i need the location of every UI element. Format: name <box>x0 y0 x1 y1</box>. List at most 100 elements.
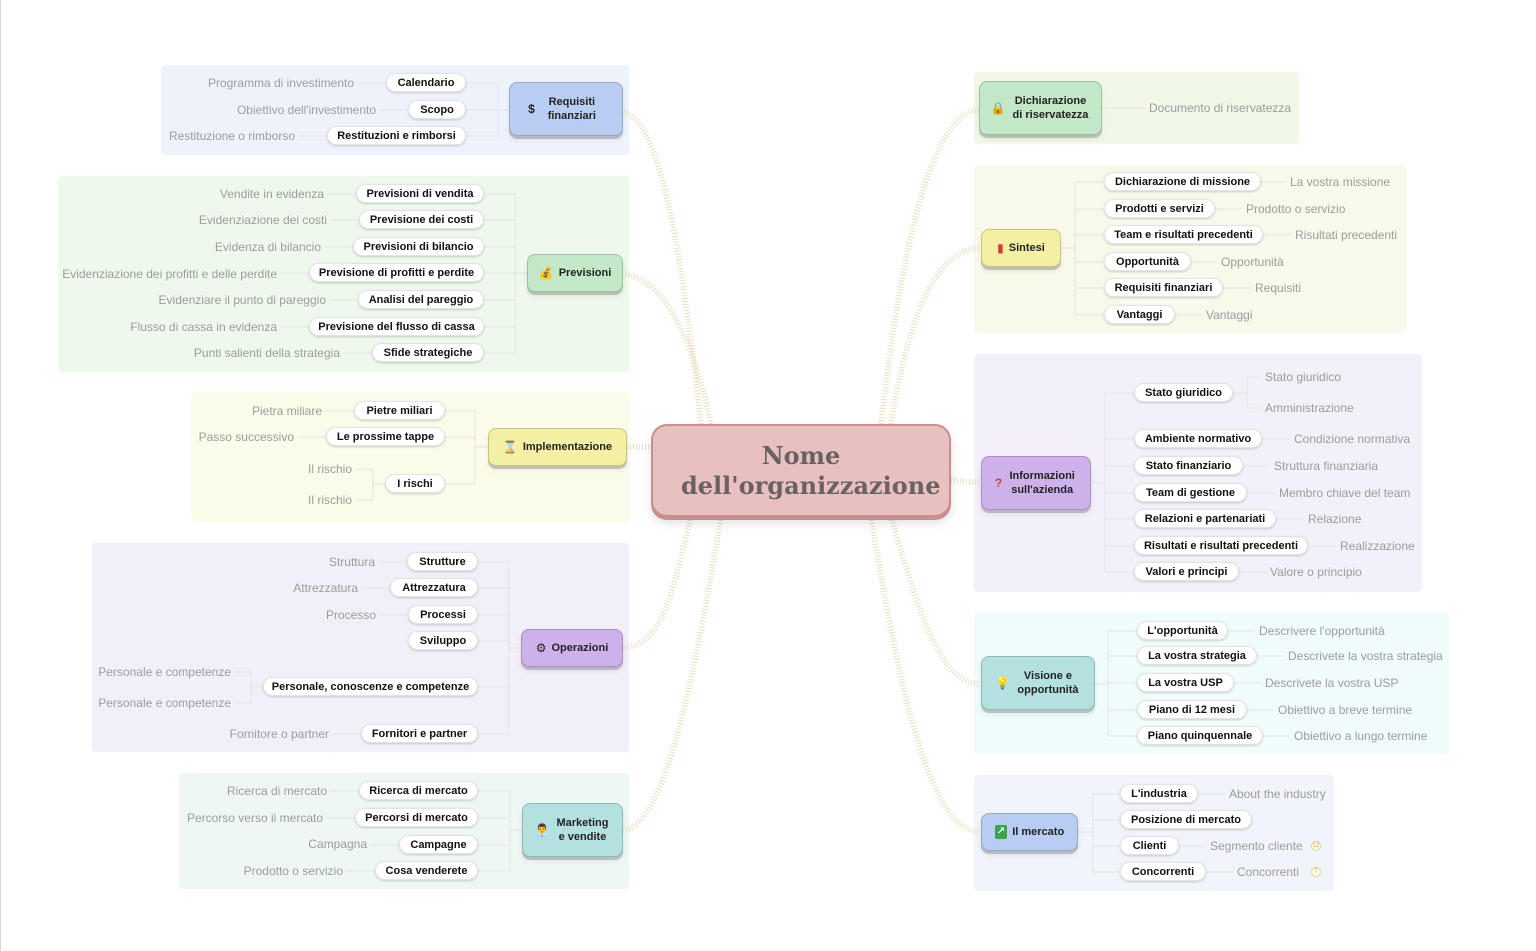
topic-previsioni[interactable]: 💰 Previsioni <box>527 254 623 292</box>
subtopic-analisi-pareggio[interactable]: Analisi del pareggio <box>358 290 484 309</box>
topic-title: Implementazione <box>522 441 613 453</box>
subtopic-attrezzatura[interactable]: Attrezzatura <box>390 578 478 597</box>
subtopic-opportunita[interactable]: Opportunità <box>1104 252 1191 271</box>
subtopic-pietre-miliari[interactable]: Pietre miliari <box>354 401 445 420</box>
leaf-text: Punti salienti della strategia <box>193 346 340 360</box>
leaf-text: Evidenziazione dei costi <box>198 213 327 227</box>
subtopic-strutture[interactable]: Strutture <box>407 552 478 571</box>
topic-title: Sintesi <box>1008 242 1045 254</box>
leaf-text: Struttura <box>328 555 375 569</box>
leaf-text: Struttura finanziaria <box>1274 459 1379 473</box>
subtopic-percorsi-mercato[interactable]: Percorsi di mercato <box>355 808 478 827</box>
subtopic-usp[interactable]: La vostra USP <box>1137 673 1234 692</box>
subtopic-previsioni-vendita[interactable]: Previsioni di vendita <box>356 184 484 203</box>
salesperson-icon: 👨‍💼 <box>534 823 550 837</box>
topic-title: Requisiti finanziari <box>547 96 596 122</box>
subtopic-sviluppo[interactable]: Sviluppo <box>408 631 478 650</box>
count-badge: 12 <box>1311 841 1321 851</box>
topic-marketing-vendite[interactable]: 👨‍💼 Marketing e vendite <box>522 803 623 857</box>
topic-title: Visione e opportunità <box>1017 670 1079 696</box>
leaf-text: Vendite in evidenza <box>219 187 324 201</box>
leaf-text: Descrivete la vostra USP <box>1265 676 1399 690</box>
topic-sintesi[interactable]: ▮ Sintesi <box>981 229 1061 267</box>
subtopic-calendario[interactable]: Calendario <box>386 73 466 92</box>
subtopic-sfide-strategiche[interactable]: Sfide strategiche <box>372 343 484 362</box>
subtopic-concorrenti[interactable]: Concorrenti <box>1120 862 1206 881</box>
leaf-text: Risultati precedenti <box>1295 228 1398 242</box>
subtopic-previsione-costi[interactable]: Previsione dei costi <box>359 210 484 229</box>
subtopic-campagne[interactable]: Campagne <box>399 835 478 854</box>
subtopic-cosa-venderete[interactable]: Cosa venderete <box>375 861 478 880</box>
leaf-text: Valore o principio <box>1270 565 1362 579</box>
subtopic-previsioni-bilancio[interactable]: Previsioni di bilancio <box>353 237 484 256</box>
subtopic-industria[interactable]: L'industria <box>1120 784 1198 803</box>
question-mark-icon: ? <box>994 476 1003 490</box>
leaf-text: Obiettivo a breve termine <box>1278 703 1413 717</box>
leaf-text: Personale e competenze <box>98 696 231 710</box>
topic-title: Marketing e vendite <box>556 817 609 843</box>
central-topic-title: Nome dell'organizzazione <box>681 440 941 500</box>
subtopic-vantaggi[interactable]: Vantaggi <box>1104 305 1175 324</box>
subtopic-piano-quinquennale[interactable]: Piano quinquennale <box>1137 726 1263 745</box>
leaf-text: Amministrazione <box>1265 401 1354 415</box>
subtopic-rischi[interactable]: I rischi <box>385 474 445 493</box>
topic-informazioni-azienda[interactable]: ? Informazioni sull'azienda <box>981 456 1091 510</box>
dollar-icon: $ <box>528 102 535 116</box>
leaf-text: Prodotto o servizio <box>1246 202 1346 216</box>
subtopic-personale[interactable]: Personale, conoscenze e competenze <box>263 677 478 696</box>
subtopic-ambiente-normativo[interactable]: Ambiente normativo <box>1134 429 1262 448</box>
subtopic-valori-principi[interactable]: Valori e principi <box>1134 562 1239 581</box>
subtopic-fornitori[interactable]: Fornitori e partner <box>361 724 478 743</box>
leaf-text: Percorso verso il mercato <box>186 811 323 825</box>
subtopic-relazioni-partenariati[interactable]: Relazioni e partenariati <box>1134 509 1276 528</box>
subtopic-requisiti-finanziari[interactable]: Requisiti finanziari <box>1104 278 1223 297</box>
subtopic-ricerca-mercato[interactable]: Ricerca di mercato <box>359 781 478 800</box>
subtopic-processi[interactable]: Processi <box>408 605 478 624</box>
subtopic-stato-finanziario[interactable]: Stato finanziario <box>1134 456 1243 475</box>
topic-title: Il mercato <box>1012 826 1065 838</box>
subtopic-flusso-cassa[interactable]: Previsione del flusso di cassa <box>309 317 484 336</box>
leaf-text: Evidenza di bilancio <box>214 240 321 254</box>
leaf-text: Membro chiave del team <box>1279 486 1411 500</box>
hourglass-icon: ⌛ <box>502 440 518 454</box>
subtopic-prodotti-servizi[interactable]: Prodotti e servizi <box>1104 199 1215 218</box>
leaf-text: Requisiti <box>1255 281 1302 295</box>
subtopic-profitti-perdite[interactable]: Previsione di profitti e perdite <box>309 263 484 282</box>
subtopic-risultati-precedenti[interactable]: Risultati e risultati precedenti <box>1134 536 1308 555</box>
subtopic-stato-giuridico[interactable]: Stato giuridico <box>1134 383 1233 402</box>
subtopic-prossime-tappe[interactable]: Le prossime tappe <box>326 427 445 446</box>
leaf-text: Relazione <box>1308 512 1362 526</box>
subtopic-opportunita[interactable]: L'opportunità <box>1137 621 1228 640</box>
subtopic-posizione-mercato[interactable]: Posizione di mercato <box>1120 810 1252 829</box>
leaf-text: Obiettivo a lungo termine <box>1294 729 1428 743</box>
leaf-text: Campagna <box>308 837 367 851</box>
leaf-text: Evidenziazione dei profitti e delle perd… <box>62 267 277 281</box>
topic-title: Dichiarazione di riservatezza <box>1012 95 1089 121</box>
leaf-text: Descrivete la vostra strategia <box>1288 649 1443 663</box>
subtopic-scopo[interactable]: Scopo <box>408 100 466 119</box>
leaf-text: About the industry <box>1229 787 1326 801</box>
topic-visione-opportunita[interactable]: 💡 Visione e opportunità <box>981 656 1095 710</box>
leaf-text: Fornitore o partner <box>229 727 329 741</box>
leaf-text: Segmento cliente <box>1210 839 1303 853</box>
red-book-icon: ▮ <box>997 241 1004 255</box>
topic-operazioni[interactable]: ⚙ Operazioni <box>521 629 623 667</box>
subtopic-dichiarazione-missione[interactable]: Dichiarazione di missione <box>1104 172 1261 191</box>
lock-icon: 🔒 <box>990 101 1006 115</box>
subtopic-team-risultati[interactable]: Team e risultati precedenti <box>1104 225 1263 244</box>
topic-requisiti-finanziari[interactable]: $ Requisiti finanziari <box>509 82 623 136</box>
subtopic-strategia[interactable]: La vostra strategia <box>1137 646 1257 665</box>
leaf-text: Programma di investimento <box>207 76 354 90</box>
leaf-text: Concorrenti <box>1237 865 1300 879</box>
subtopic-restituzioni[interactable]: Restituzioni e rimborsi <box>327 126 466 145</box>
subtopic-team-gestione[interactable]: Team di gestione <box>1134 483 1247 502</box>
leaf-text: Realizzazione <box>1340 539 1415 553</box>
central-topic[interactable]: Nome dell'organizzazione <box>651 424 951 517</box>
subtopic-piano-12-mesi[interactable]: Piano di 12 mesi <box>1137 700 1247 719</box>
subtopic-clienti[interactable]: Clienti <box>1120 836 1179 855</box>
topic-implementazione[interactable]: ⌛ Implementazione <box>488 428 627 466</box>
topic-dichiarazione-riservatezza[interactable]: 🔒 Dichiarazione di riservatezza <box>979 81 1102 135</box>
topic-il-mercato[interactable]: ↗ Il mercato <box>981 813 1078 851</box>
leaf-text: Ricerca di mercato <box>226 784 327 798</box>
